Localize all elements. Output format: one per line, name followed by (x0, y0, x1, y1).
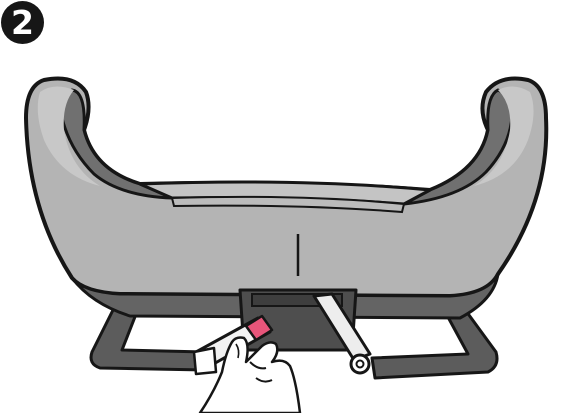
step-number-badge: 2 (1, 1, 44, 44)
isofix-latch-left (194, 348, 216, 374)
seat-shell (26, 79, 546, 319)
